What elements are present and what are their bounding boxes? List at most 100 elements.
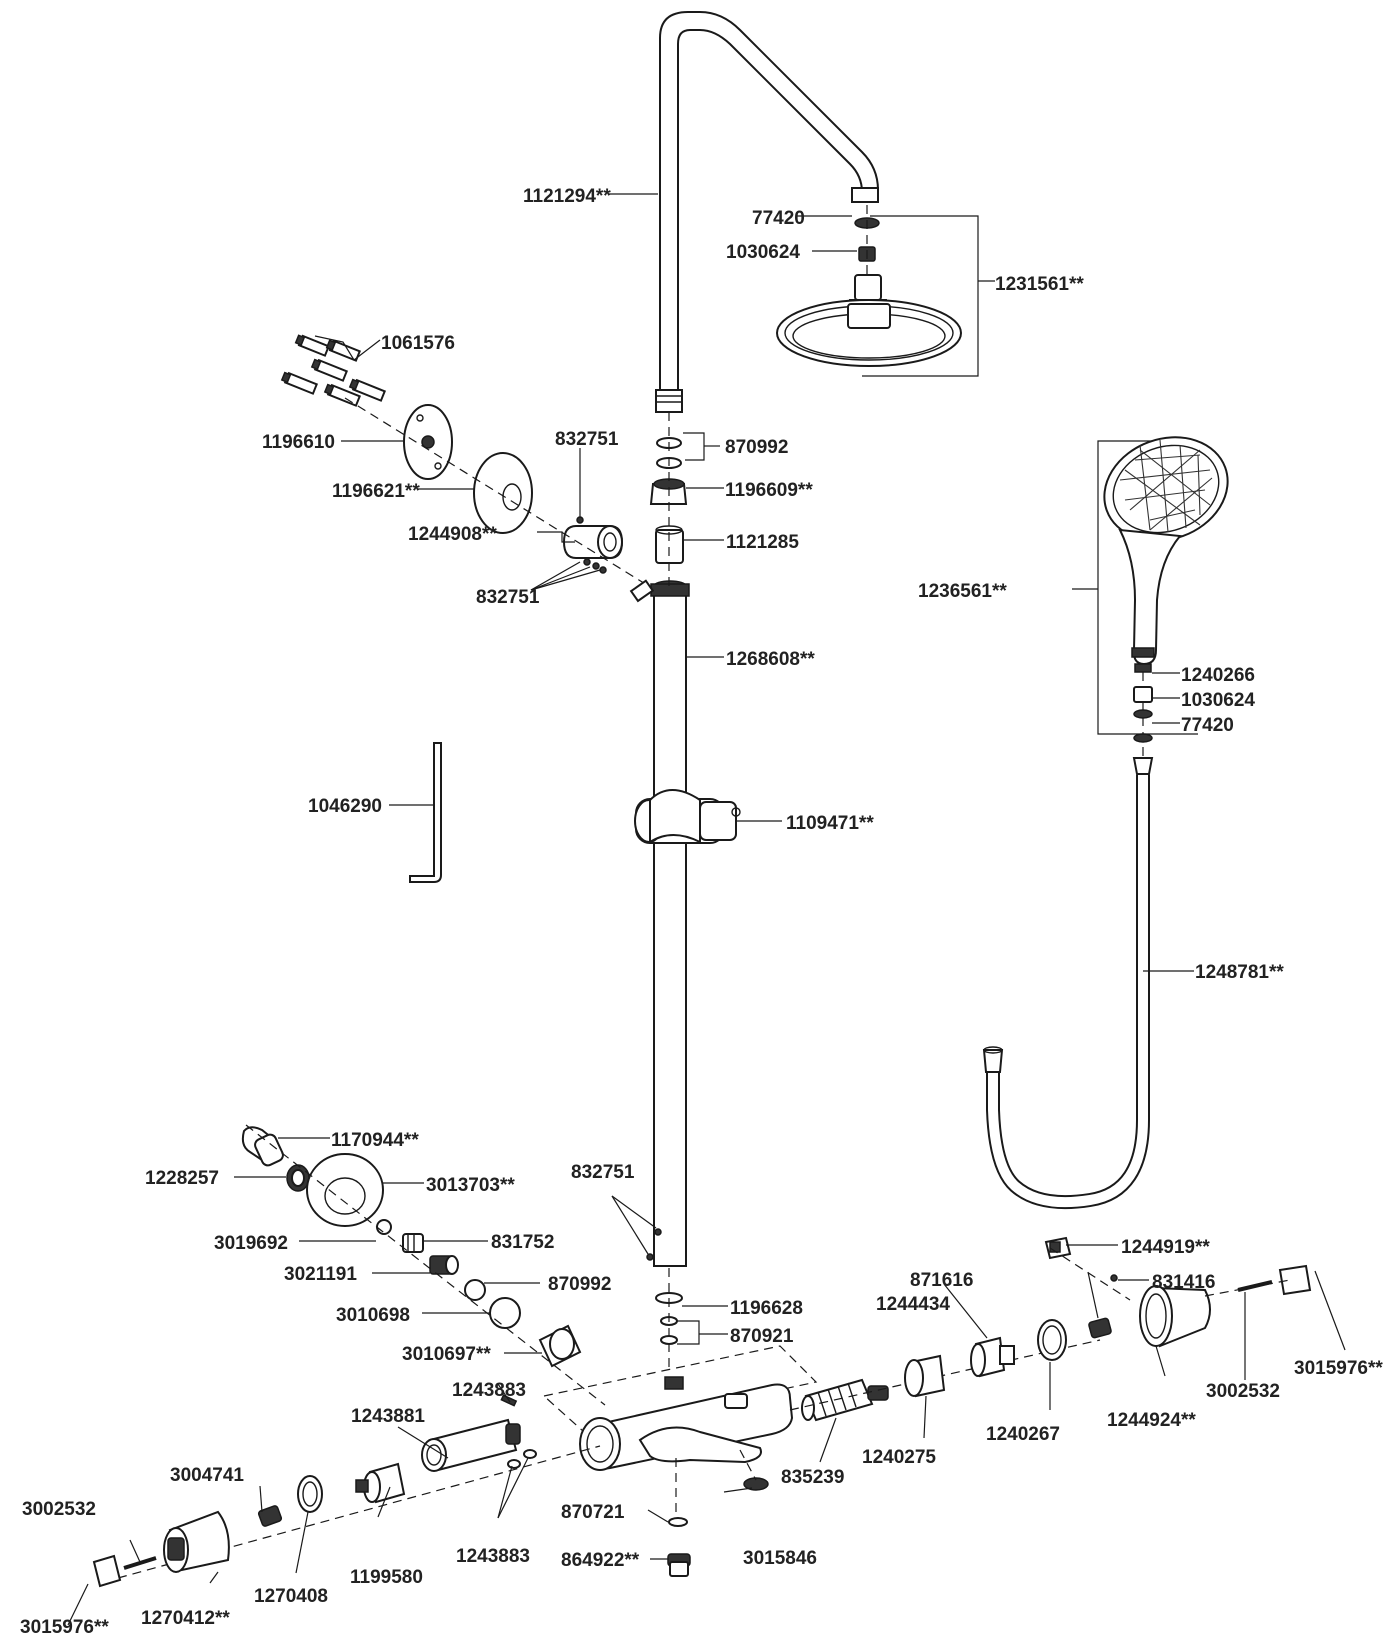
label-1196610: 1196610 xyxy=(262,432,335,453)
label-3002532-l: 3002532 xyxy=(22,1499,96,1520)
label-1170944: 1170944** xyxy=(331,1130,419,1151)
label-3013703: 3013703** xyxy=(426,1175,515,1196)
hex-key-1046290 xyxy=(409,742,442,883)
adapter-1240266 xyxy=(1133,686,1153,703)
eccentric-3021191 xyxy=(429,1255,459,1275)
cartridge-835239 xyxy=(801,1378,889,1422)
hand-shower-1236561 xyxy=(1103,436,1229,673)
slider-1109471 xyxy=(634,789,741,844)
label-831416: 831416 xyxy=(1152,1272,1215,1293)
label-864922: 864922** xyxy=(561,1550,640,1571)
cartridge-body-1243881 xyxy=(421,1418,521,1472)
oring-870921-b xyxy=(660,1335,678,1345)
label-1240267: 1240267 xyxy=(986,1424,1060,1445)
hose-1248781 xyxy=(982,757,1154,1210)
part-labels: 1121294** 77420 1030624 1231561** 106157… xyxy=(20,186,1383,1635)
screw-832751-b xyxy=(646,1253,654,1261)
ring-1240267 xyxy=(1037,1319,1067,1361)
label-1231561: 1231561** xyxy=(995,274,1084,295)
label-1196621: 1196621** xyxy=(332,481,420,502)
label-1046290: 1046290 xyxy=(308,796,382,817)
label-1244908: 1244908** xyxy=(408,524,497,545)
adapter-1244434 xyxy=(970,1336,1015,1378)
handle-1244924 xyxy=(1139,1285,1211,1348)
label-1240275: 1240275 xyxy=(862,1447,936,1468)
label-3010697: 3010697** xyxy=(402,1344,491,1365)
rosette-3013703 xyxy=(306,1153,384,1227)
label-3004741: 3004741 xyxy=(170,1465,244,1486)
label-1196628: 1196628 xyxy=(730,1298,803,1319)
label-1030624-top: 1030624 xyxy=(726,242,800,263)
label-77420-top: 77420 xyxy=(752,208,805,229)
label-1061576: 1061576 xyxy=(381,333,455,354)
label-1030624-hs: 1030624 xyxy=(1181,690,1255,711)
label-3010698: 3010698 xyxy=(336,1305,410,1326)
handle-1270412 xyxy=(163,1510,230,1573)
label-835239: 835239 xyxy=(781,1467,844,1488)
label-3021191: 3021191 xyxy=(284,1264,357,1285)
wall-cover-1196621 xyxy=(473,452,533,534)
label-1109471: 1109471** xyxy=(786,813,874,834)
label-3015976-l: 3015976** xyxy=(20,1617,109,1635)
label-870992-low: 870992 xyxy=(548,1274,611,1295)
label-1228257: 1228257 xyxy=(145,1168,219,1189)
label-1243881: 1243881 xyxy=(351,1406,425,1427)
label-1268608: 1268608** xyxy=(726,649,815,670)
label-831752: 831752 xyxy=(491,1232,554,1253)
label-1270412: 1270412** xyxy=(141,1608,230,1629)
label-832751-top: 832751 xyxy=(555,429,619,450)
label-832751-mid: 832751 xyxy=(476,587,540,608)
oring-870992-low xyxy=(464,1279,486,1301)
aerator-864922 xyxy=(667,1553,691,1577)
nut-1228257 xyxy=(286,1164,310,1192)
label-871616: 871616 xyxy=(910,1270,973,1291)
overhead-shower-1231561 xyxy=(776,217,962,367)
label-77420-hs: 77420 xyxy=(1181,715,1234,736)
label-3019692: 3019692 xyxy=(214,1233,288,1254)
label-3015976-r: 3015976** xyxy=(1294,1358,1383,1379)
screw-831416 xyxy=(1110,1274,1118,1282)
bracket-1244908 xyxy=(562,516,624,574)
clip-1244919 xyxy=(1044,1236,1072,1260)
wall-screws-1061576 xyxy=(280,334,387,407)
cap-3015846 xyxy=(743,1477,769,1491)
screw-832751-a xyxy=(654,1228,662,1236)
thermostat-body xyxy=(579,1376,794,1471)
nut-3010697 xyxy=(538,1324,582,1368)
stop-3004741 xyxy=(257,1505,283,1527)
label-870721: 870721 xyxy=(561,1502,625,1523)
cap-3015976-r xyxy=(1278,1264,1312,1296)
label-1244919: 1244919** xyxy=(1121,1237,1210,1258)
label-870921: 870921 xyxy=(730,1326,794,1347)
rings-1243883-bot xyxy=(507,1449,537,1469)
shower-arm-1121294 xyxy=(655,11,879,413)
ring-1270408 xyxy=(297,1475,323,1513)
oring-870721 xyxy=(668,1517,688,1527)
label-1236561: 1236561** xyxy=(918,581,1007,602)
riser-pipe-1268608 xyxy=(629,437,690,1267)
stop-871616 xyxy=(1088,1317,1112,1339)
ring-1240275 xyxy=(904,1354,946,1398)
label-1121294: 1121294** xyxy=(523,186,611,207)
washer-77420-hs xyxy=(1133,733,1153,743)
label-1199580: 1199580 xyxy=(350,1567,423,1588)
label-1270408: 1270408 xyxy=(254,1586,328,1607)
wall-plate-1196610 xyxy=(403,404,453,480)
label-1248781: 1248781** xyxy=(1195,962,1284,983)
label-1243883-top: 1243883 xyxy=(452,1380,526,1401)
screw-3002532-l xyxy=(123,1556,157,1570)
label-1121285: 1121285 xyxy=(726,532,799,553)
label-1244434: 1244434 xyxy=(876,1294,950,1315)
leader-lines xyxy=(67,193,1346,1626)
label-3002532-r: 3002532 xyxy=(1206,1381,1280,1402)
check-valve-831752 xyxy=(402,1233,424,1253)
label-870992-top: 870992 xyxy=(725,437,788,458)
label-1244924: 1244924** xyxy=(1107,1410,1196,1431)
oring-3019692 xyxy=(376,1219,392,1235)
label-1196609: 1196609** xyxy=(725,480,813,501)
cartridge-1199580 xyxy=(355,1462,406,1504)
label-3015846: 3015846 xyxy=(743,1548,817,1569)
label-1240266: 1240266 xyxy=(1181,665,1255,686)
connector-1170944 xyxy=(241,1126,284,1167)
